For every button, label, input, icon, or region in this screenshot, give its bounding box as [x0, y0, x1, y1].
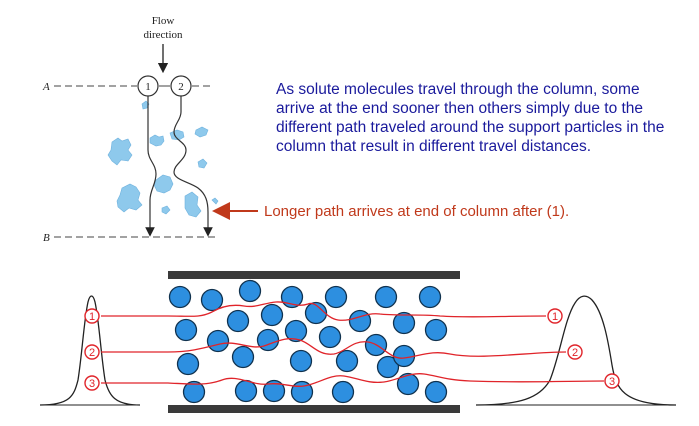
- flow-path-1: [145, 96, 157, 237]
- support-particle: [234, 379, 258, 403]
- support-particle: [262, 379, 286, 403]
- left-peak-curve: [39, 295, 141, 406]
- support-particle: [284, 319, 308, 343]
- badge-right-3: 3: [604, 373, 620, 389]
- badge-circle: [604, 373, 620, 389]
- solute-path-1: [101, 301, 547, 321]
- particle-shape: [211, 197, 219, 205]
- support-particle: [176, 352, 200, 376]
- badge-circle: [84, 344, 100, 360]
- badge-circle: [547, 308, 563, 324]
- irregular-particles: [107, 100, 219, 218]
- solute-path-2: [101, 338, 567, 359]
- path-1-label: 1: [145, 81, 151, 93]
- badge-left-1: 1: [84, 308, 100, 324]
- path-badges: 1 2 3 1 2 3: [84, 308, 620, 391]
- badge-circle: [567, 344, 583, 360]
- support-particle: [168, 285, 192, 309]
- badge-circle: [84, 375, 100, 391]
- support-particle: [256, 328, 280, 352]
- flow-label-line2: direction: [143, 29, 183, 41]
- support-particle: [392, 344, 416, 368]
- support-particle: [348, 309, 372, 333]
- flow-path-2: [173, 96, 213, 237]
- support-particle: [226, 309, 250, 333]
- description-text: As solute molecules travel through the c…: [276, 81, 665, 155]
- support-particle: [335, 349, 359, 373]
- particle-shape: [149, 134, 165, 147]
- particle-shape: [161, 205, 171, 215]
- support-particle: [289, 349, 313, 373]
- particle-shape: [197, 158, 208, 169]
- badge-label: 1: [552, 311, 558, 323]
- support-particle: [396, 372, 420, 396]
- support-particle: [331, 380, 355, 404]
- particle-shape: [116, 183, 143, 213]
- support-particle: [200, 288, 224, 312]
- support-particle: [304, 301, 328, 325]
- support-particle: [182, 380, 206, 404]
- particle-shape: [194, 126, 209, 138]
- badge-label: 1: [89, 311, 95, 323]
- column-diagram: 1 2 3 1 2 3: [39, 271, 677, 413]
- marker-a-label: A: [42, 81, 50, 93]
- particle-shape: [184, 191, 202, 218]
- column-wall-top: [168, 271, 460, 279]
- support-particle: [238, 279, 262, 303]
- longer-path-note: Longer path arrives at end of column aft…: [264, 203, 570, 220]
- support-particle: [260, 303, 284, 327]
- packed-particles: [168, 279, 448, 404]
- support-particle: [231, 345, 255, 369]
- badge-right-2: 2: [567, 344, 583, 360]
- support-particle: [424, 318, 448, 342]
- path-2-label: 2: [178, 81, 184, 93]
- support-particle: [324, 285, 348, 309]
- support-particle: [392, 311, 416, 335]
- support-particle: [206, 329, 230, 353]
- top-diagram: Flow direction A 1 2 B: [42, 15, 258, 244]
- badge-circle: [84, 308, 100, 324]
- badge-label: 3: [609, 376, 615, 388]
- particle-shape: [107, 137, 133, 166]
- solute-paths: [101, 301, 605, 388]
- support-particle: [374, 285, 398, 309]
- column-wall-bottom: [168, 405, 460, 413]
- support-particle: [174, 318, 198, 342]
- flow-label-line1: Flow: [152, 15, 175, 27]
- badge-label: 3: [89, 378, 95, 390]
- badge-left-2: 2: [84, 344, 100, 360]
- badge-left-3: 3: [84, 375, 100, 391]
- particle-shape: [153, 174, 174, 194]
- support-particle: [376, 355, 400, 379]
- support-particle: [318, 325, 342, 349]
- solute-path-3: [101, 373, 605, 388]
- badge-right-1: 1: [547, 308, 563, 324]
- support-particle: [424, 380, 448, 404]
- support-particle: [280, 285, 304, 309]
- marker-b-label: B: [43, 232, 50, 244]
- support-particle: [418, 285, 442, 309]
- badge-label: 2: [572, 347, 578, 359]
- badge-label: 2: [89, 347, 95, 359]
